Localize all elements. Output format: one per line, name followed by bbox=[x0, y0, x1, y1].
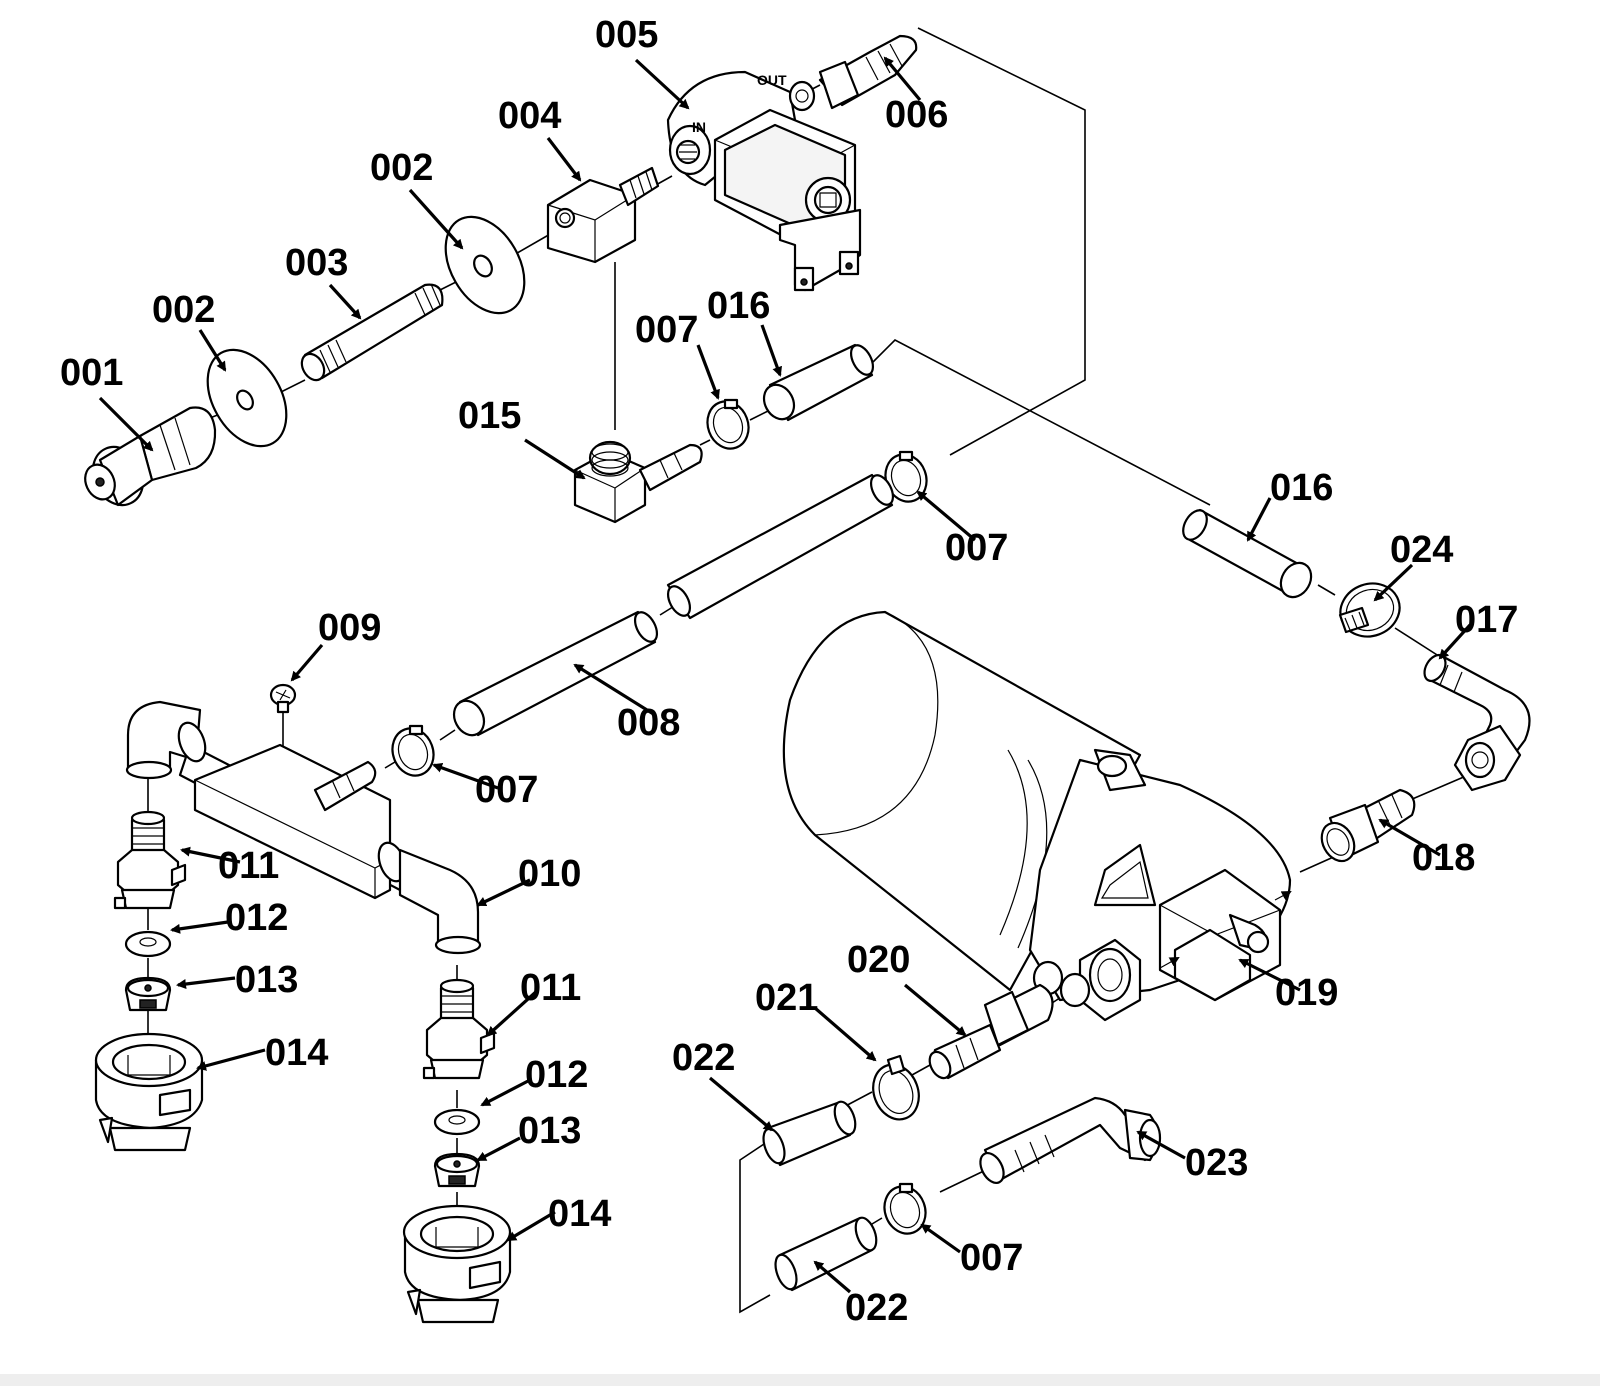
part-018-adaptor bbox=[1320, 788, 1416, 863]
part-013-nozzle-tip-left bbox=[124, 976, 172, 1012]
page-bottom-band bbox=[0, 1374, 1600, 1386]
label-019: 019 bbox=[1275, 972, 1338, 1014]
part-022-hose-lower bbox=[774, 1216, 878, 1292]
part-022-hose-upper bbox=[762, 1100, 857, 1167]
part-012-washer-right bbox=[433, 1108, 481, 1136]
label-007-b: 007 bbox=[945, 527, 1008, 569]
part-002-washer-lower bbox=[206, 348, 288, 448]
part-008-long-hose bbox=[452, 473, 895, 737]
part-011-nozzle-body-left bbox=[113, 810, 187, 910]
label-002-upper: 002 bbox=[370, 147, 433, 189]
part-023-elbow-barb bbox=[979, 1096, 1162, 1184]
label-020: 020 bbox=[847, 939, 910, 981]
part-014-nozzle-cap-left bbox=[94, 1032, 204, 1152]
part-021-clamp bbox=[872, 1054, 920, 1121]
part-001-fitting bbox=[84, 406, 217, 507]
part-009-screw bbox=[269, 683, 297, 714]
part-007-clamp-b bbox=[884, 450, 928, 503]
label-011-left: 011 bbox=[218, 845, 279, 887]
part-017-elbow-fitting bbox=[1423, 653, 1531, 792]
part-011-nozzle-body-right bbox=[422, 978, 496, 1080]
valve-out-marking: OUT bbox=[757, 72, 787, 88]
part-002-washer-upper bbox=[444, 215, 526, 315]
label-011-right: 011 bbox=[520, 967, 581, 1009]
label-004: 004 bbox=[498, 95, 561, 137]
label-014-right: 014 bbox=[548, 1193, 611, 1235]
label-006: 006 bbox=[885, 94, 948, 136]
part-003-threaded-tube bbox=[300, 283, 444, 382]
part-007-clamp-d bbox=[883, 1182, 927, 1235]
label-021: 021 bbox=[755, 977, 818, 1019]
part-019-pump bbox=[782, 610, 1292, 1022]
label-012-right: 012 bbox=[525, 1054, 588, 1096]
label-005: 005 bbox=[595, 14, 658, 56]
part-004-block bbox=[546, 166, 660, 264]
valve-in-marking: IN bbox=[692, 119, 706, 135]
label-002-lower: 002 bbox=[152, 289, 215, 331]
label-022-upper: 022 bbox=[672, 1037, 735, 1079]
label-023: 023 bbox=[1185, 1142, 1248, 1184]
label-013-right: 013 bbox=[518, 1110, 581, 1152]
label-003: 003 bbox=[285, 242, 348, 284]
label-007-c: 007 bbox=[475, 769, 538, 811]
part-010-spray-boom bbox=[125, 700, 482, 955]
label-022-lower: 022 bbox=[845, 1287, 908, 1329]
label-024: 024 bbox=[1390, 529, 1453, 571]
label-008: 008 bbox=[617, 702, 680, 744]
part-005-solenoid-valve: OUT IN bbox=[666, 70, 862, 292]
part-labels: 001 002 003 002 004 005 006 007 016 015 … bbox=[60, 14, 1518, 1329]
label-014-left: 014 bbox=[265, 1032, 328, 1074]
label-009: 009 bbox=[318, 607, 381, 649]
label-016-b: 016 bbox=[1270, 467, 1333, 509]
part-014-nozzle-cap-right bbox=[402, 1204, 512, 1324]
part-012-washer-left bbox=[124, 930, 172, 958]
label-007-d: 007 bbox=[960, 1237, 1023, 1279]
part-007-clamp-a bbox=[706, 398, 750, 450]
label-017: 017 bbox=[1455, 599, 1518, 641]
part-015-elbow-fitting bbox=[573, 440, 703, 524]
part-016-hose-short-a bbox=[762, 343, 875, 422]
label-010: 010 bbox=[518, 853, 581, 895]
part-013-nozzle-tip-right bbox=[433, 1152, 481, 1188]
part-007-clamp-c bbox=[391, 724, 435, 777]
label-016-a: 016 bbox=[707, 285, 770, 327]
part-016-hose-short-b bbox=[1182, 508, 1313, 599]
label-001: 001 bbox=[60, 352, 123, 394]
label-012-left: 012 bbox=[225, 897, 288, 939]
leader-arrows bbox=[98, 56, 1472, 1294]
label-013-left: 013 bbox=[235, 959, 298, 1001]
label-007-a: 007 bbox=[635, 309, 698, 351]
part-024-hose-clamp bbox=[1338, 582, 1401, 638]
label-018: 018 bbox=[1412, 837, 1475, 879]
part-006-barb-fitting bbox=[818, 34, 918, 110]
label-015: 015 bbox=[458, 395, 521, 437]
part-020-barb-fitting bbox=[928, 983, 1054, 1080]
